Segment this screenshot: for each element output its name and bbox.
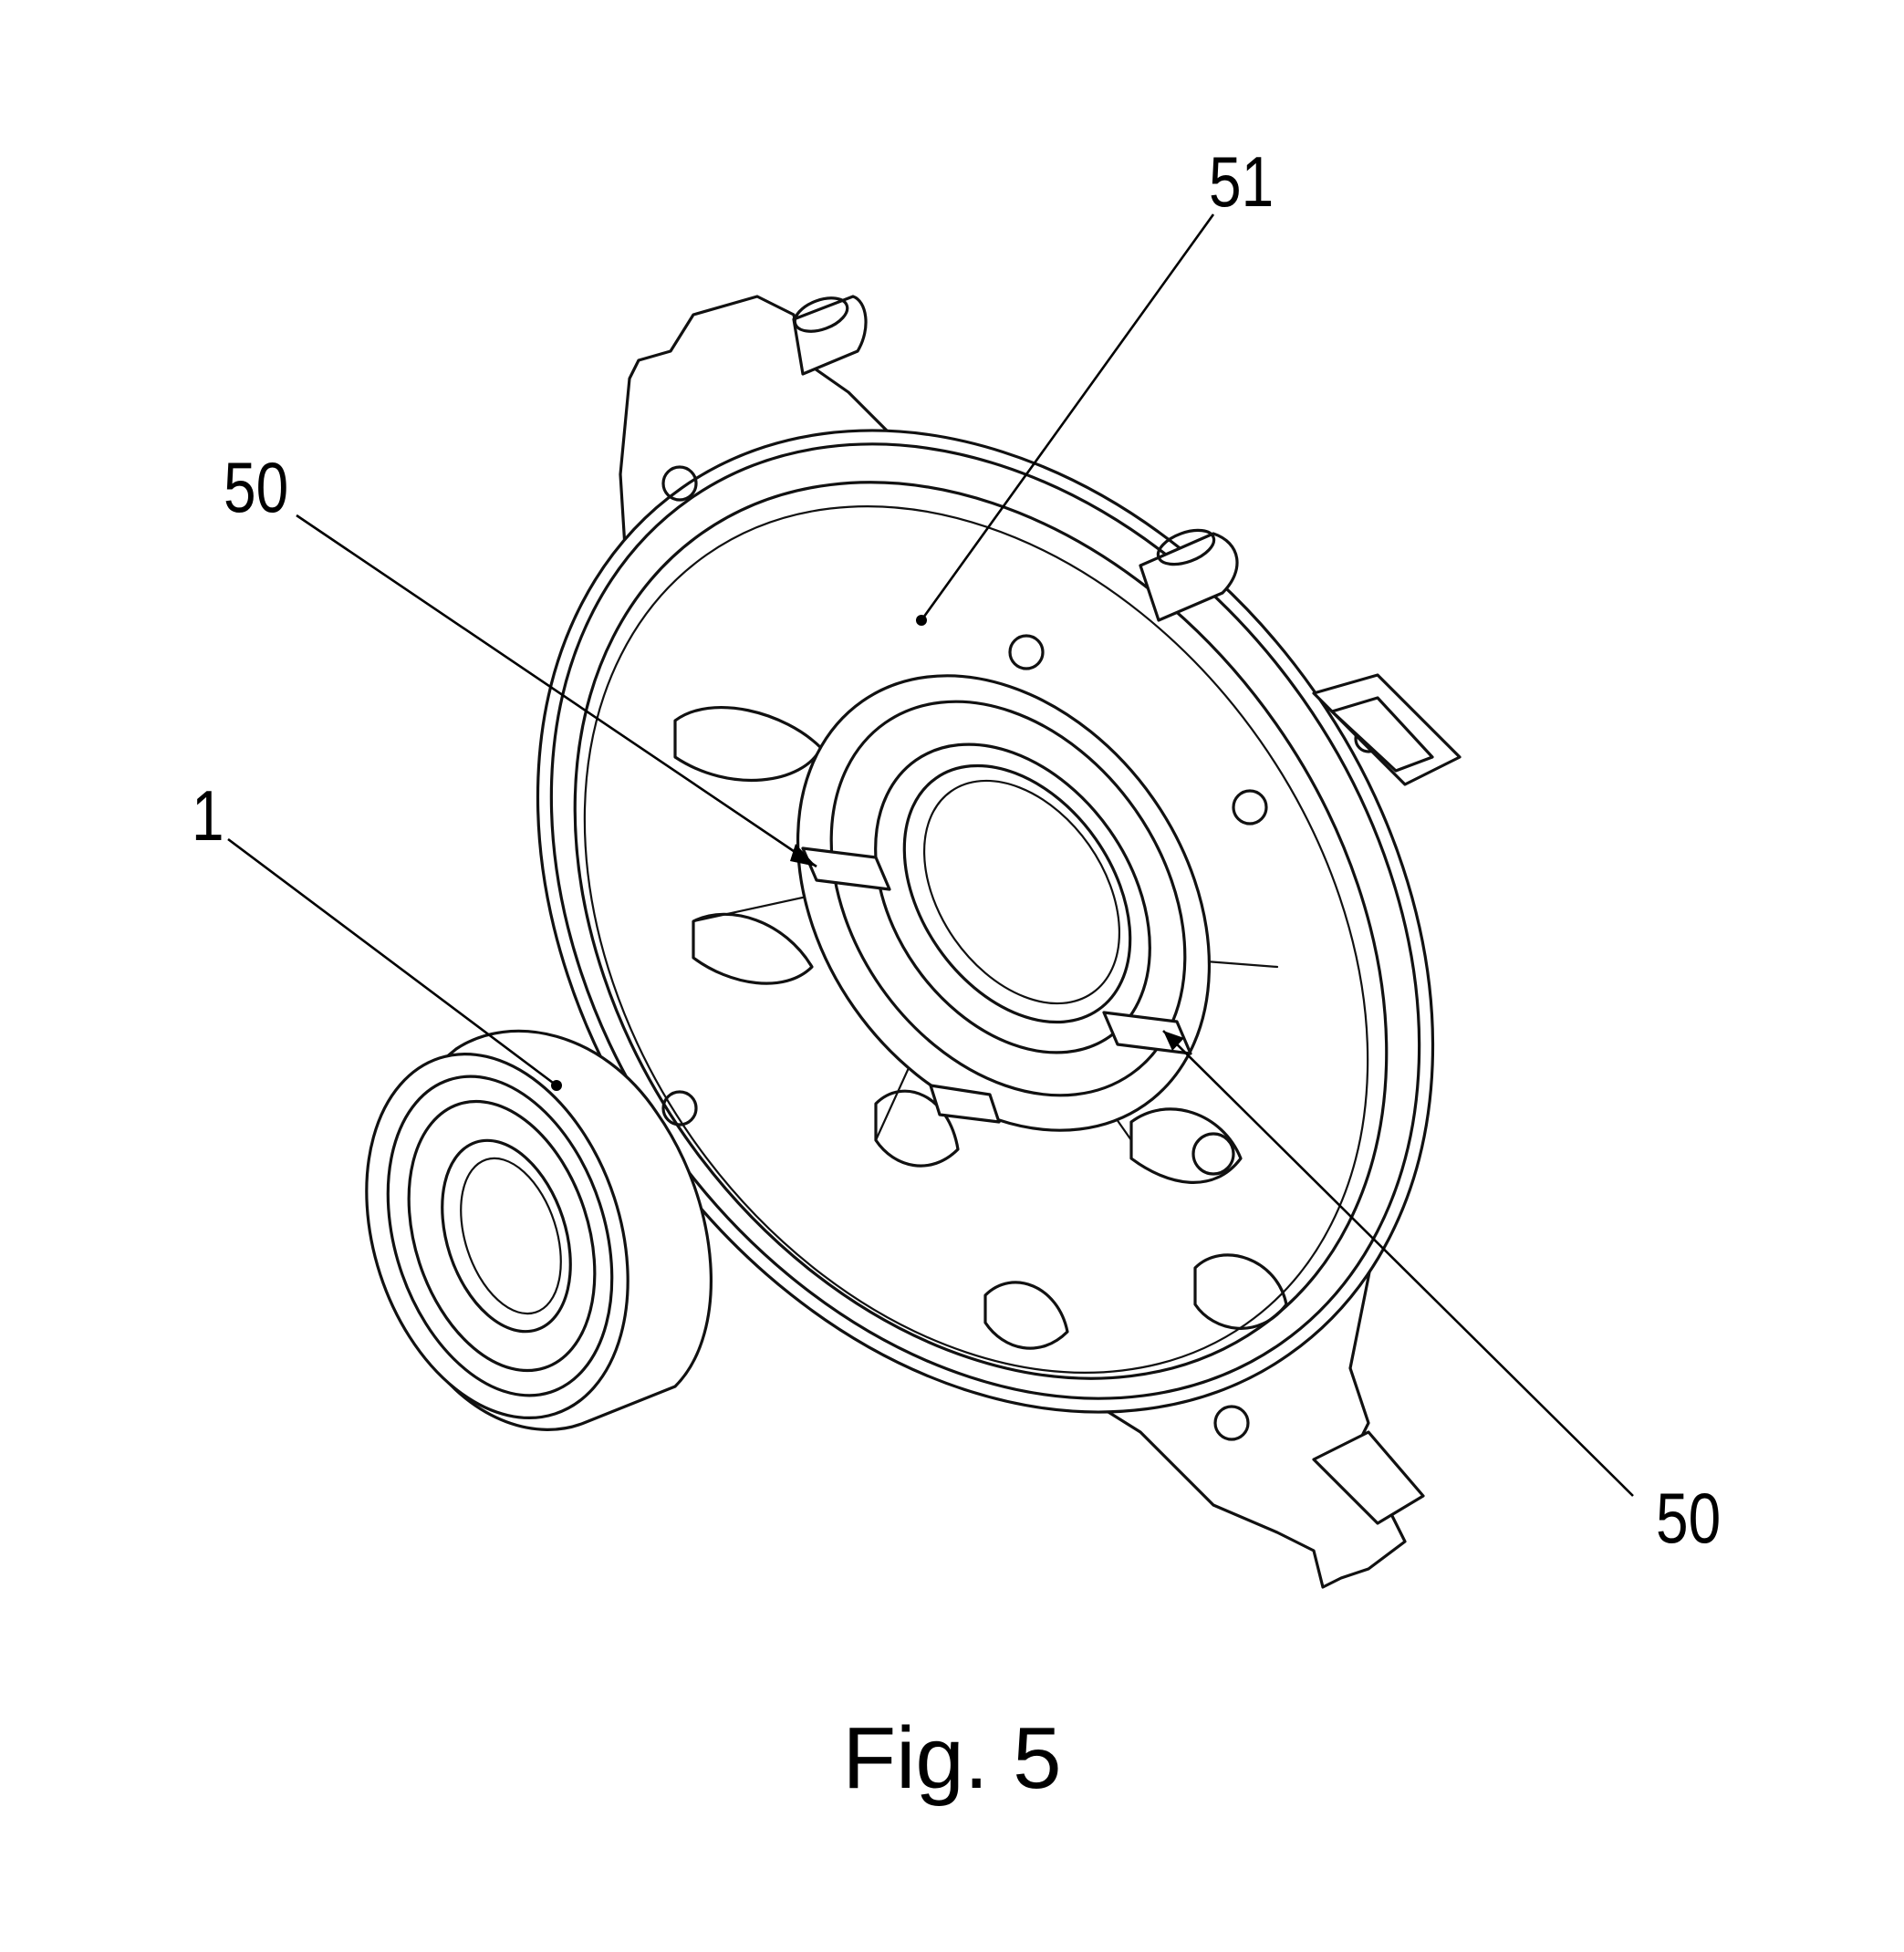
leader-50-lower-arrow	[1163, 1031, 1184, 1051]
reference-label-50-lower: 50	[1656, 1478, 1722, 1558]
leader-50-upper-arrow	[790, 844, 817, 867]
figure-caption: Fig. 5	[842, 1709, 1062, 1807]
reference-label-50-upper: 50	[224, 447, 289, 527]
leader-lines	[227, 213, 1634, 1497]
leader-51	[920, 213, 1215, 621]
end-shield	[536, 295, 1462, 1589]
reference-label-1: 1	[192, 775, 224, 856]
leader-1-dot	[551, 1080, 562, 1091]
reference-label-51: 51	[1209, 141, 1275, 222]
leader-1	[227, 837, 557, 1087]
ball-bearing	[365, 1029, 713, 1431]
leader-50-upper	[296, 514, 817, 868]
leader-50-lower	[1162, 1030, 1634, 1497]
leader-51-dot	[916, 615, 927, 626]
